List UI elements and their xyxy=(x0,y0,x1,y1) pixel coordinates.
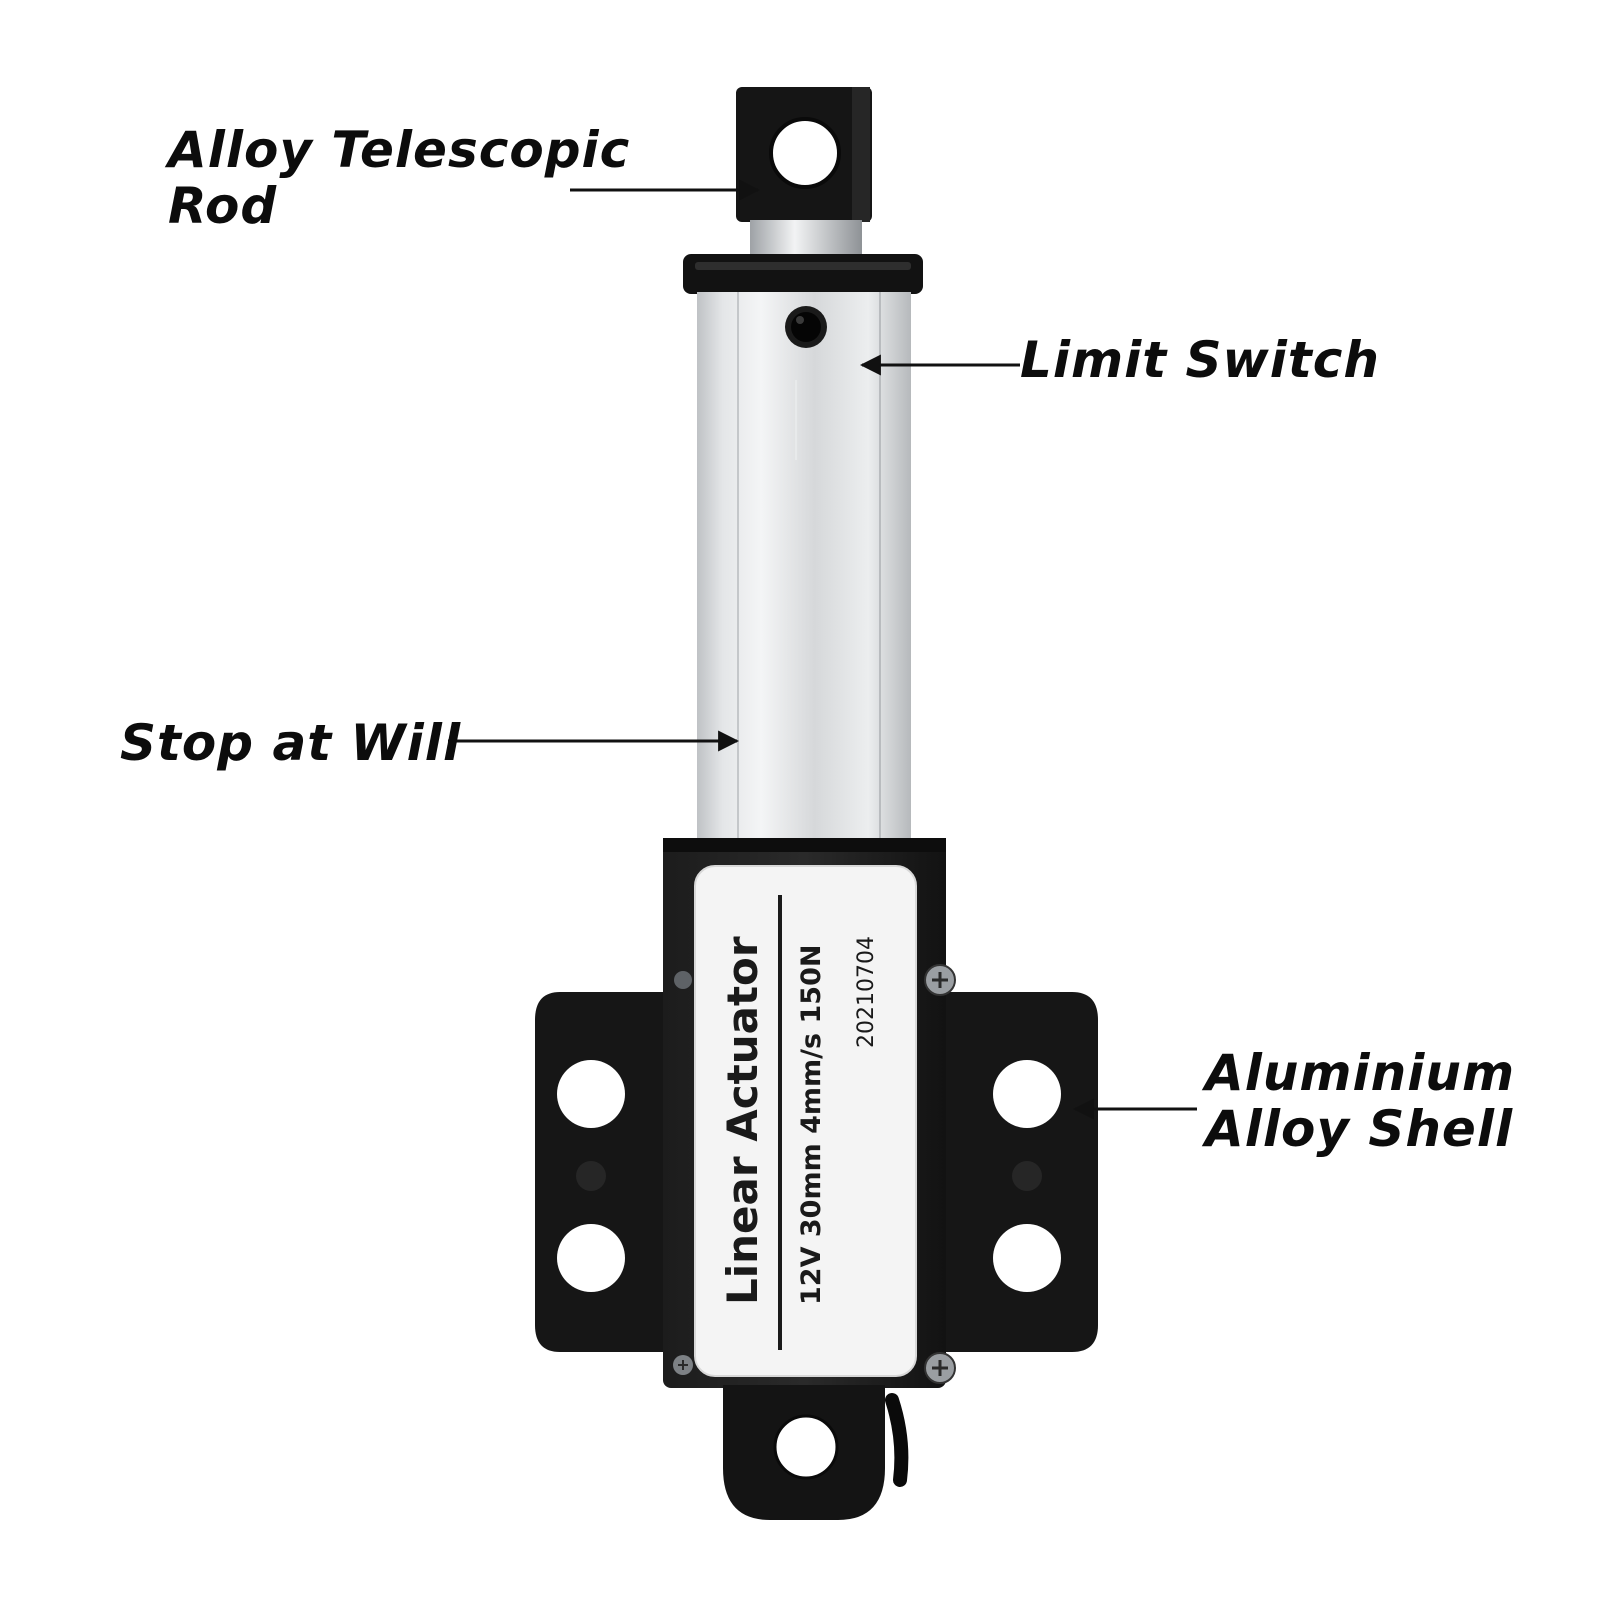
callout-stop-text: Stop at Will xyxy=(120,714,462,772)
callout-limit-switch: Limit Switch xyxy=(1020,332,1380,388)
limit-switch-screw xyxy=(785,306,827,348)
seal-collar xyxy=(683,254,923,294)
callout-limit-switch-text: Limit Switch xyxy=(1020,331,1381,389)
callout-arrows xyxy=(448,179,1197,1120)
callout-shell: Aluminium Alloy Shell xyxy=(1205,1045,1515,1157)
nameplate: Linear Actuator 12V 30mm 4mm/s 150N 2021… xyxy=(694,865,917,1377)
aluminium-tube xyxy=(697,292,911,852)
power-wire xyxy=(885,1393,909,1487)
callout-shell-line2: Alloy Shell xyxy=(1205,1100,1514,1158)
nameplate-date-code: 20210704 xyxy=(854,936,879,1048)
bottom-mount-tab xyxy=(723,1385,885,1520)
callout-rod-line1: Alloy Telescopic xyxy=(168,121,631,179)
callout-shell-line1: Aluminium xyxy=(1205,1044,1516,1102)
callout-stop: Stop at Will xyxy=(120,715,461,771)
callout-rod: Alloy Telescopic Rod xyxy=(168,122,630,234)
nameplate-spec: 12V 30mm 4mm/s 150N xyxy=(796,945,827,1305)
callout-rod-line2: Rod xyxy=(168,177,278,235)
nameplate-title: Linear Actuator xyxy=(718,936,767,1305)
housing-screws xyxy=(673,964,956,1384)
rod-end-eye xyxy=(736,87,872,222)
